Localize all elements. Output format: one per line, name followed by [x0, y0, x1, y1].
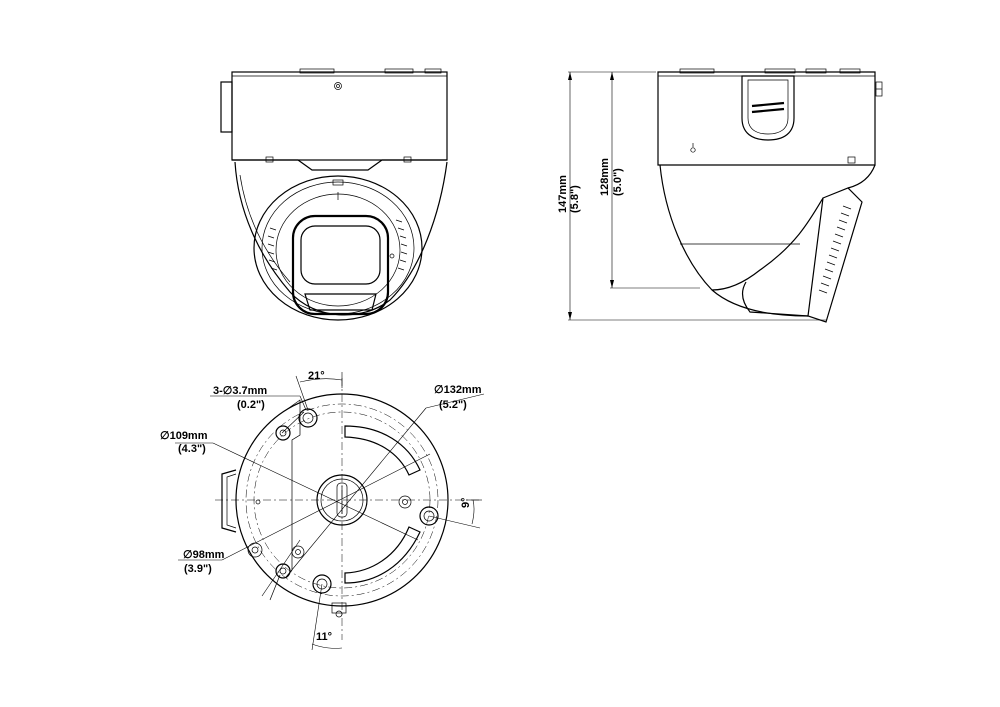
- diameter-98-inch-label: (3.9"): [184, 563, 212, 575]
- diameter-98-label: ∅98mm: [183, 549, 225, 561]
- front-view: [220, 68, 448, 321]
- diameter-132-label: ∅132mm: [434, 384, 482, 396]
- side-view: 147mm (5.8") 128mm (5.0"): [557, 68, 883, 323]
- holes-label: 3-∅3.7mm: [213, 385, 267, 397]
- diameter-132-inch-label: (5.2"): [439, 399, 467, 411]
- screw-hole: [312, 574, 332, 594]
- holes-inch-label: (0.2"): [237, 399, 265, 411]
- dim-128-inch-label: (5.0"): [612, 168, 624, 196]
- angle-21-label: 21°: [308, 370, 325, 382]
- dim-147-label: 147mm: [557, 175, 569, 213]
- dim-147-inch-label: (5.8"): [569, 185, 581, 213]
- dim-128-label: 128mm: [599, 158, 611, 196]
- screw-hole: [419, 506, 439, 526]
- angle-11-label: 11°: [316, 631, 332, 643]
- diameter-109-label: ∅109mm: [160, 430, 208, 442]
- diameter-109-inch-label: (4.3"): [178, 443, 206, 455]
- bottom-view: 3-∅3.7mm (0.2") 21° ∅132mm (5.2") ∅109mm…: [160, 370, 485, 651]
- screw-hole: [298, 408, 318, 428]
- angle-9-label: 9°: [460, 497, 472, 508]
